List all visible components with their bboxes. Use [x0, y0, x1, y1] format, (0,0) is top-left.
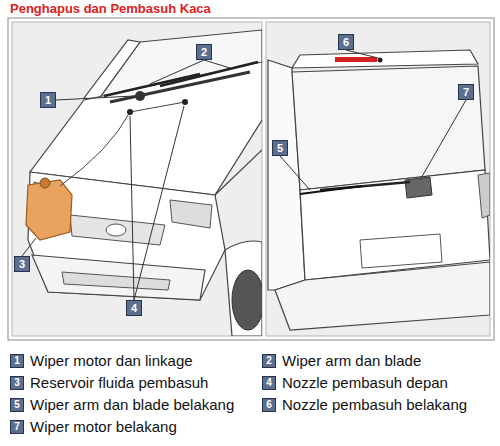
- leader-line: [56, 96, 134, 100]
- license-plate: [360, 234, 442, 268]
- tailgate: [300, 170, 490, 280]
- lower-opening: [62, 272, 170, 290]
- tail-light: [478, 173, 490, 218]
- legend-text: Reservoir fluida pembasuh: [30, 374, 208, 392]
- leader-line: [130, 116, 134, 300]
- callout-number: 7: [10, 420, 24, 434]
- headlight: [170, 200, 212, 228]
- front-panel: [12, 22, 262, 336]
- wiper-blade: [160, 62, 258, 86]
- rear-panel: [266, 22, 490, 336]
- leader-line: [346, 50, 378, 58]
- wiper-motor: [135, 91, 145, 101]
- washer-reservoir: [26, 180, 72, 240]
- callout-number: 7: [458, 84, 474, 100]
- front-car: [26, 30, 262, 336]
- heading: Penghapus dan Pembasuh Kaca: [10, 1, 211, 17]
- leader-line: [134, 106, 184, 300]
- callout-number: 3: [14, 256, 30, 272]
- leader-line: [420, 100, 466, 180]
- leader-line: [280, 156, 310, 190]
- leader-lines: [22, 50, 466, 300]
- reservoir-cap: [40, 178, 50, 188]
- rear-wiper-motor: [405, 177, 432, 198]
- wiper-blade: [104, 74, 200, 96]
- logo: [106, 224, 126, 236]
- wiper-linkage: [110, 72, 250, 102]
- washer-nozzle: [182, 99, 188, 105]
- grille: [70, 215, 165, 245]
- rear-car: [268, 50, 490, 330]
- rear-bumper: [275, 262, 490, 330]
- leader-line: [150, 60, 204, 84]
- rear-window: [292, 66, 485, 190]
- fender-line: [215, 150, 262, 195]
- callout-number: 2: [262, 354, 276, 368]
- callout-number: 4: [262, 376, 276, 390]
- callout-number: 1: [40, 92, 56, 108]
- rear-washer-nozzle: [378, 58, 383, 63]
- spoiler: [292, 50, 478, 68]
- callout-number: 5: [10, 398, 24, 412]
- wheel: [232, 270, 262, 330]
- hood: [30, 62, 262, 195]
- legend-text: Nozzle pembasuh depan: [282, 374, 448, 392]
- washer-nozzle: [127, 109, 133, 115]
- callout-number: 6: [338, 34, 354, 50]
- leader-line: [22, 238, 36, 256]
- callout-number: 2: [196, 44, 212, 60]
- legend-text: Wiper arm dan blade: [282, 352, 421, 370]
- legend-text: Wiper motor dan linkage: [30, 352, 193, 370]
- callout-number: 6: [262, 398, 276, 412]
- legend-text: Nozzle pembasuh belakang: [282, 396, 467, 414]
- bumper: [32, 255, 205, 300]
- callout-number: 5: [272, 140, 288, 156]
- brake-light: [335, 57, 377, 62]
- frame: [8, 18, 494, 340]
- callout-number: 4: [126, 300, 142, 316]
- callout-number: 3: [10, 376, 24, 390]
- legend-text: Wiper motor belakang: [30, 418, 177, 436]
- leader-line: [204, 60, 230, 68]
- legend-text: Wiper arm dan blade belakang: [30, 396, 234, 414]
- rear-wiper-blade: [300, 186, 362, 194]
- callout-number: 1: [10, 354, 24, 368]
